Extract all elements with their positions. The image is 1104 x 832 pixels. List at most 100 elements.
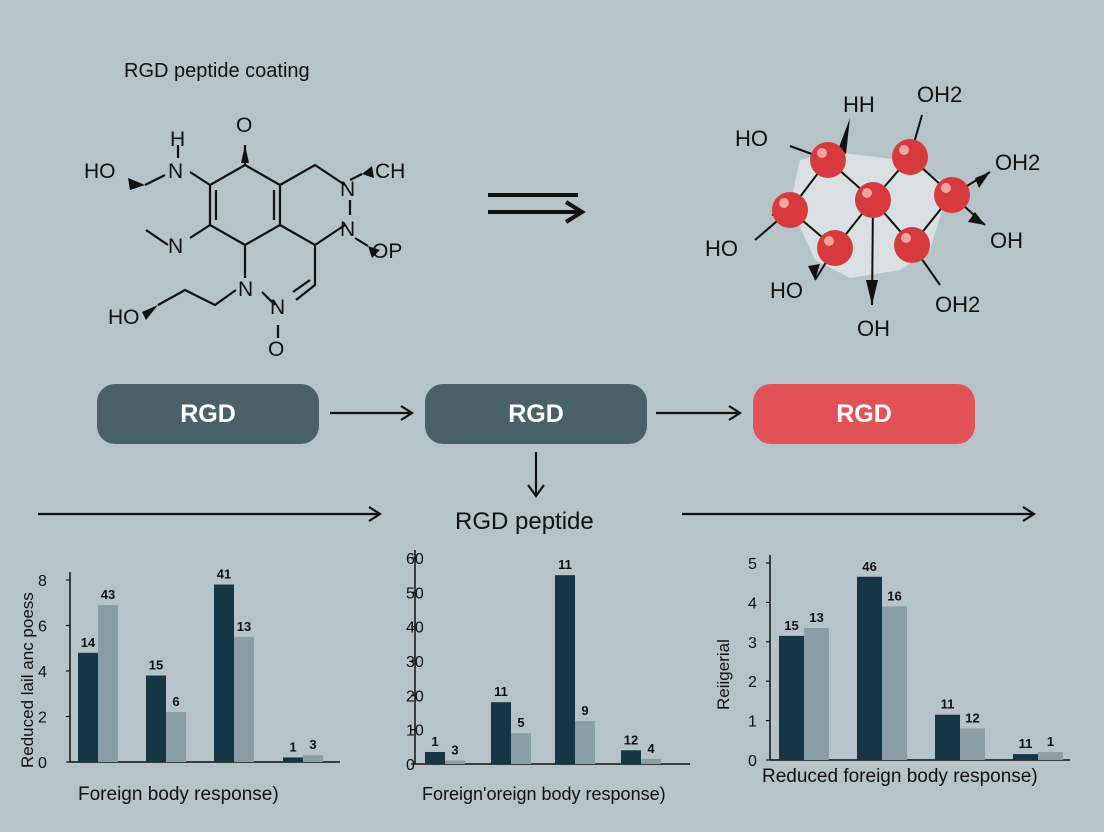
arrow-pill2-to-pill3-icon	[656, 405, 743, 421]
atom-label-oh2-bottom: OH2	[935, 292, 981, 317]
chart-3-bar	[1013, 754, 1038, 760]
atom-label-h: H	[170, 128, 186, 151]
chart-1-bar	[283, 757, 303, 762]
chart-1-bar	[98, 605, 118, 762]
atom-label-n-mid-left: N	[168, 235, 184, 258]
atom-label-oh2-top: OH2	[917, 82, 963, 107]
center-label: RGD peptide	[455, 508, 594, 535]
right-molecule-atoms	[772, 139, 970, 266]
chart-1-data-label: 43	[101, 587, 115, 602]
atom-label-o-bottom: O	[268, 338, 285, 361]
chart-3-bar	[1038, 752, 1063, 760]
chart-1-bar	[166, 711, 186, 762]
chart-3-data-label: 16	[887, 588, 901, 603]
atom-label-ch: CH	[375, 160, 406, 183]
chart-1-tick-label: 0	[38, 755, 47, 772]
chart-1-ylabel: Reduced lail anc poess	[18, 592, 37, 768]
chart-3-xlabel: Reduced foreign body response)	[762, 766, 1038, 787]
chart-1-data-label: 15	[149, 658, 163, 673]
left-molecule-bonds	[144, 145, 369, 338]
chart-2-data-label: 11	[494, 684, 508, 699]
chart-1-bar	[146, 675, 166, 762]
atom-label-ho-upper: HO	[84, 160, 116, 183]
chart-2-tick-label: 30	[406, 654, 424, 671]
chart-2-tick-label: 50	[406, 585, 424, 602]
chart-2-tick-label: 40	[406, 620, 424, 637]
chart-2-data-label: 5	[517, 715, 524, 730]
chart-2-data-label: 1	[431, 734, 438, 749]
chart-3-data-label: 13	[809, 610, 823, 625]
chart-1-tick-label: 2	[38, 710, 47, 727]
chart-3-data-label: 11	[941, 697, 955, 712]
chart-2-data-label: 11	[558, 557, 572, 572]
chart-1-bar	[303, 755, 323, 762]
atom-label-oh-right: OH	[990, 228, 1023, 253]
atom-label-oh-bottom: OH	[857, 316, 890, 341]
chart-1-xlabel: Foreign body response)	[78, 784, 279, 805]
chart-1-data-label: 3	[309, 737, 316, 752]
chart-3-tick-label: 0	[748, 753, 757, 770]
chart-2-tick-label: 10	[406, 723, 424, 740]
chart-1-tick-label: 8	[38, 573, 47, 590]
chart-2-bar	[621, 750, 641, 764]
chart-1-tick-label: 6	[38, 619, 47, 636]
chart-2-tick-label: 0	[406, 757, 415, 774]
chart-3-data-label: 46	[862, 559, 876, 574]
rgd-pill-1: RGD	[97, 384, 319, 444]
top-left-title: RGD peptide coating	[124, 60, 310, 82]
atom-label-o-top: O	[236, 114, 253, 137]
chart-3-bar	[935, 714, 960, 760]
rgd-pill-3: RGD	[753, 384, 975, 444]
chart-3-bar	[882, 606, 907, 760]
chart-2-data-label: 4	[647, 741, 655, 756]
chart-1-data-label: 41	[217, 567, 231, 582]
chart-1-bar	[234, 636, 254, 762]
reaction-arrow-icon	[488, 193, 586, 224]
atom-label-n-upper-left: N	[168, 160, 184, 183]
chart-3-tick-label: 2	[748, 674, 757, 691]
chart-2-bar	[445, 760, 465, 764]
chart-3-bar	[779, 635, 804, 760]
chart-2-bar	[511, 733, 531, 764]
chart-1-data-label: 6	[172, 694, 179, 709]
atom-label-oh2-right: OH2	[995, 150, 1041, 175]
chart-3-tick-label: 4	[748, 595, 757, 612]
atom-label-ho-left: HO	[705, 236, 738, 261]
chart-1-tick-label: 4	[38, 664, 47, 681]
chart-3-data-label: 12	[965, 710, 979, 725]
chart-1-bar	[214, 584, 234, 762]
atom-label-hh: HH	[843, 92, 875, 117]
atom-label-ho-lower: HO	[108, 306, 140, 329]
rgd-pill-2: RGD	[425, 384, 647, 444]
chart-2-tick-label: 60	[406, 551, 424, 568]
arrow-pill1-to-pill2-icon	[330, 405, 415, 421]
arrow-right-long-icon	[682, 506, 1037, 522]
chart-3-tick-label: 1	[748, 714, 757, 731]
chart-3-bar	[857, 576, 882, 760]
arrow-left-long-icon	[38, 506, 383, 522]
chart-2-bar	[641, 758, 661, 764]
right-molecule-wedges	[808, 118, 990, 305]
chart-3-data-label: 1	[1047, 734, 1054, 749]
chart-2-data-label: 12	[624, 732, 638, 747]
chart-1-data-label: 1	[289, 739, 296, 754]
chart-2-data-label: 9	[581, 703, 588, 718]
chart-2-bar	[555, 575, 575, 764]
atom-label-n-bottom: N	[270, 296, 286, 319]
atom-label-n-right-upper: N	[340, 178, 356, 201]
chart-2-bar	[491, 702, 511, 764]
atom-label-ho-upper-right: HO	[735, 126, 768, 151]
chart-1-data-label: 13	[237, 619, 251, 634]
atom-label-ho-bottom-left: HO	[770, 278, 803, 303]
chart-3-data-label: 11	[1019, 736, 1033, 751]
atom-label-n-lower: N	[238, 278, 254, 301]
chart-2-data-label: 3	[451, 743, 458, 758]
arrow-down-icon	[527, 452, 545, 498]
atom-label-n-right-lower: N	[340, 218, 356, 241]
left-molecule-wedges	[128, 145, 380, 320]
chart-3-bar	[960, 728, 985, 760]
atom-label-op: OP	[372, 240, 403, 263]
